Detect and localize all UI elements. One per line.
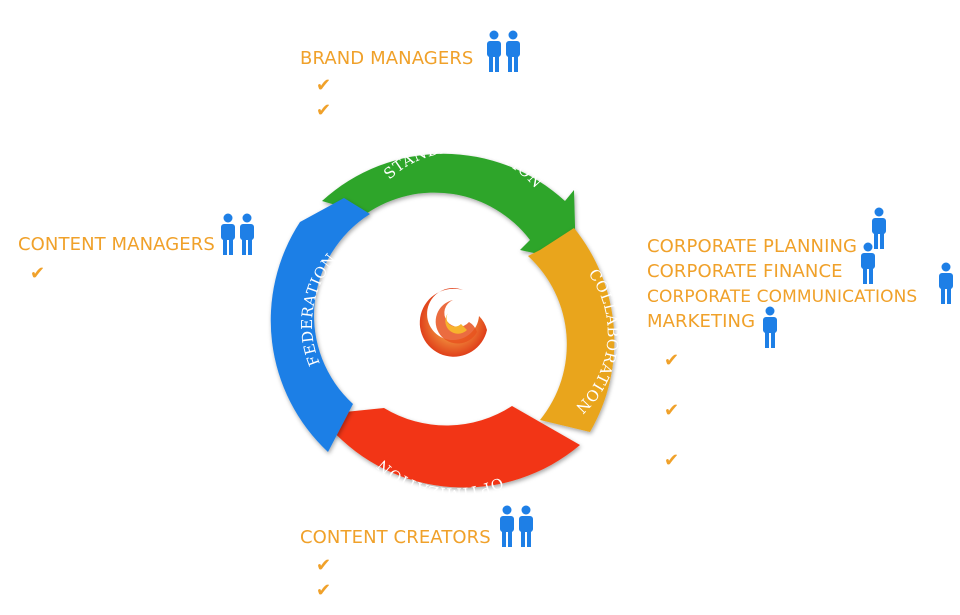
- person-icon: [872, 207, 886, 249]
- people-pair-icon: [221, 213, 254, 255]
- swirl-logo-icon: [419, 288, 487, 357]
- checkmark-icon: ✔: [664, 350, 680, 371]
- people-pair-icon: [487, 30, 520, 72]
- group-title-brand-managers: BRAND MANAGERS: [300, 48, 474, 69]
- group-title-content-managers: CONTENT MANAGERS: [18, 234, 215, 255]
- group-title-corporate-planning: CORPORATE PLANNING: [647, 236, 858, 257]
- group-title-marketing: MARKETING: [647, 311, 756, 332]
- checkmark-icon: ✔: [30, 263, 46, 284]
- segment-optimization: [330, 406, 580, 488]
- checkmark-icon: ✔: [316, 580, 332, 601]
- checkmark-icon: ✔: [316, 100, 332, 121]
- person-icon: [861, 242, 875, 284]
- person-icon: [763, 306, 777, 348]
- segment-collaboration: [528, 228, 615, 432]
- group-title-corporate-finance: CORPORATE FINANCE: [647, 261, 843, 282]
- checkmark-icon: ✔: [316, 75, 332, 96]
- checkmark-icon: ✔: [664, 400, 680, 421]
- group-title-content-creators: CONTENT CREATORS: [300, 527, 491, 548]
- checkmark-icon: ✔: [664, 450, 680, 471]
- segment-standardization: [322, 153, 576, 262]
- checkmark-icon: ✔: [316, 555, 332, 576]
- segment-federation: [270, 198, 370, 452]
- people-pair-icon: [500, 505, 533, 547]
- person-icon: [939, 262, 953, 304]
- group-title-corporate-communications: CORPORATE COMMUNICATIONS: [647, 287, 918, 307]
